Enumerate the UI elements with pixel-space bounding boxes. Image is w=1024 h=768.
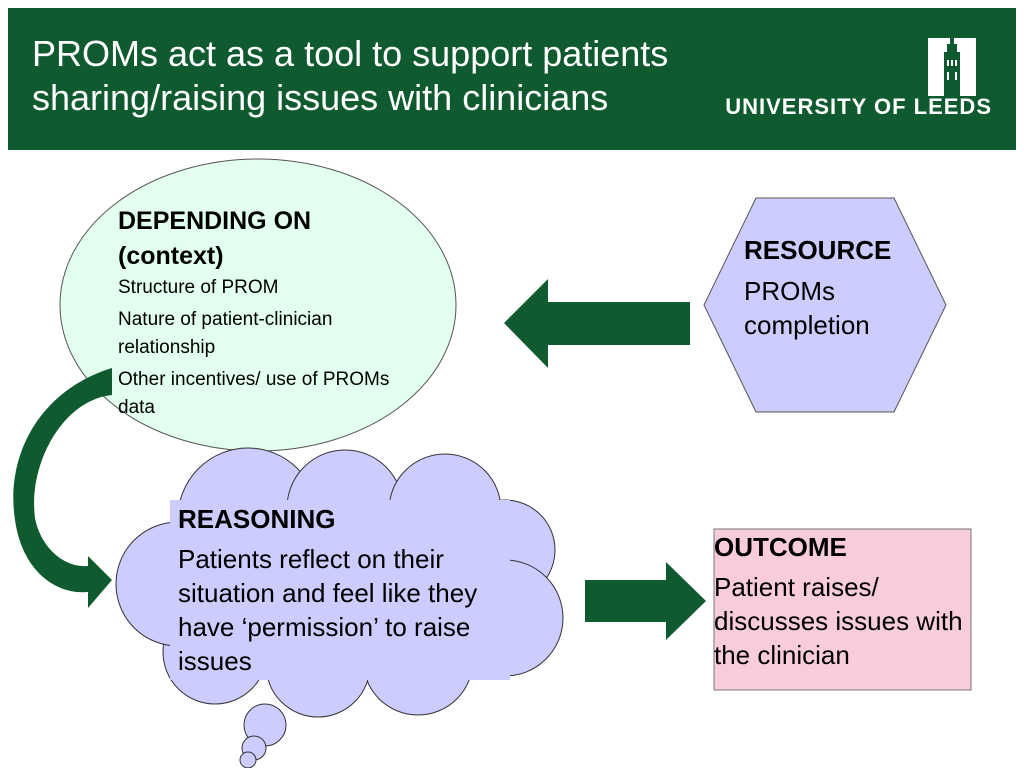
reasoning-body: Patients reflect on their situation and …	[178, 544, 478, 676]
outcome-heading: OUTCOME	[714, 532, 847, 562]
context-heading-line-2: (context)	[118, 242, 224, 270]
header-banner	[8, 8, 1016, 150]
resource-to-context-arrow	[504, 279, 690, 368]
resource-text: RESOURCE PROMs completion	[744, 232, 924, 342]
reasoning-to-outcome-arrow	[585, 562, 706, 640]
slide-title: PROMs act as a tool to support patients …	[32, 32, 712, 120]
resource-heading: RESOURCE	[744, 235, 892, 265]
context-item: Structure of PROM	[118, 277, 279, 298]
context-item: Nature of patient-clinician relationship	[118, 309, 333, 358]
reasoning-text: REASONING Patients reflect on their situ…	[178, 502, 498, 678]
context-text: DEPENDING ON (context) Structure of PROM…	[118, 204, 418, 422]
context-item: Other incentives/ use of PROMs data	[118, 369, 390, 418]
university-tower-icon	[928, 38, 976, 96]
title-line-2: sharing/raising issues with clinicians	[32, 77, 609, 118]
resource-body: PROMs completion	[744, 276, 870, 340]
title-line-1: PROMs act as a tool to support patients	[32, 33, 669, 74]
reasoning-heading: REASONING	[178, 504, 336, 534]
outcome-box	[713, 528, 972, 691]
resource-hexagon	[703, 197, 947, 413]
outcome-text: OUTCOME Patient raises/ discusses issues…	[714, 530, 964, 672]
university-logo-text: UNIVERSITY OF LEEDS	[725, 94, 992, 119]
outcome-body: Patient raises/ discusses issues with th…	[714, 572, 963, 670]
context-to-reasoning-arrow	[13, 368, 112, 608]
reasoning-cloud-fill	[170, 500, 510, 680]
context-heading-line-1: DEPENDING ON	[118, 207, 312, 235]
